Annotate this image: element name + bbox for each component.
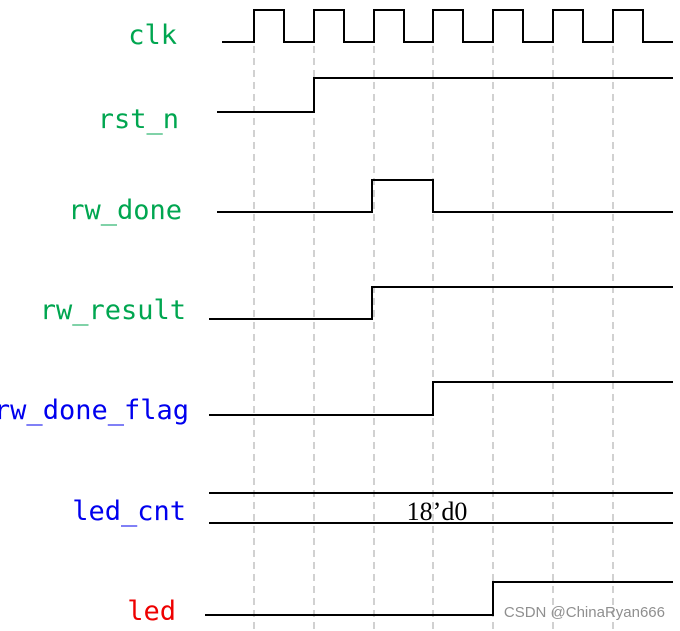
gridlines — [253, 46, 614, 631]
signal-labels: clk rst_n rw_done rw_result rw_done_flag… — [0, 20, 189, 627]
signal-label-led: led — [127, 596, 176, 627]
watermark: CSDN @ChinaRyan666 — [504, 604, 665, 621]
bus-value-label: 18’d0 — [407, 497, 468, 526]
signal-label-rw-result: rw_result — [40, 295, 186, 326]
waveform-led — [205, 581, 673, 616]
waveform-rw-done — [217, 179, 673, 213]
waveform-rw-done-flag — [209, 381, 673, 416]
waveform-led-cnt-bus: 18’d0 — [209, 492, 673, 526]
signal-label-rst-n: rst_n — [98, 104, 179, 135]
signal-label-clk: clk — [128, 20, 177, 51]
waveform-rw-result — [209, 286, 673, 320]
waveforms: 18’d0 — [205, 9, 673, 616]
signal-label-rw-done: rw_done — [68, 195, 182, 226]
signal-label-led-cnt: led_cnt — [72, 496, 186, 527]
waveform-rst-n — [217, 77, 673, 113]
signal-label-rw-done-flag: rw_done_flag — [0, 395, 189, 426]
waveform-clk — [222, 9, 673, 43]
